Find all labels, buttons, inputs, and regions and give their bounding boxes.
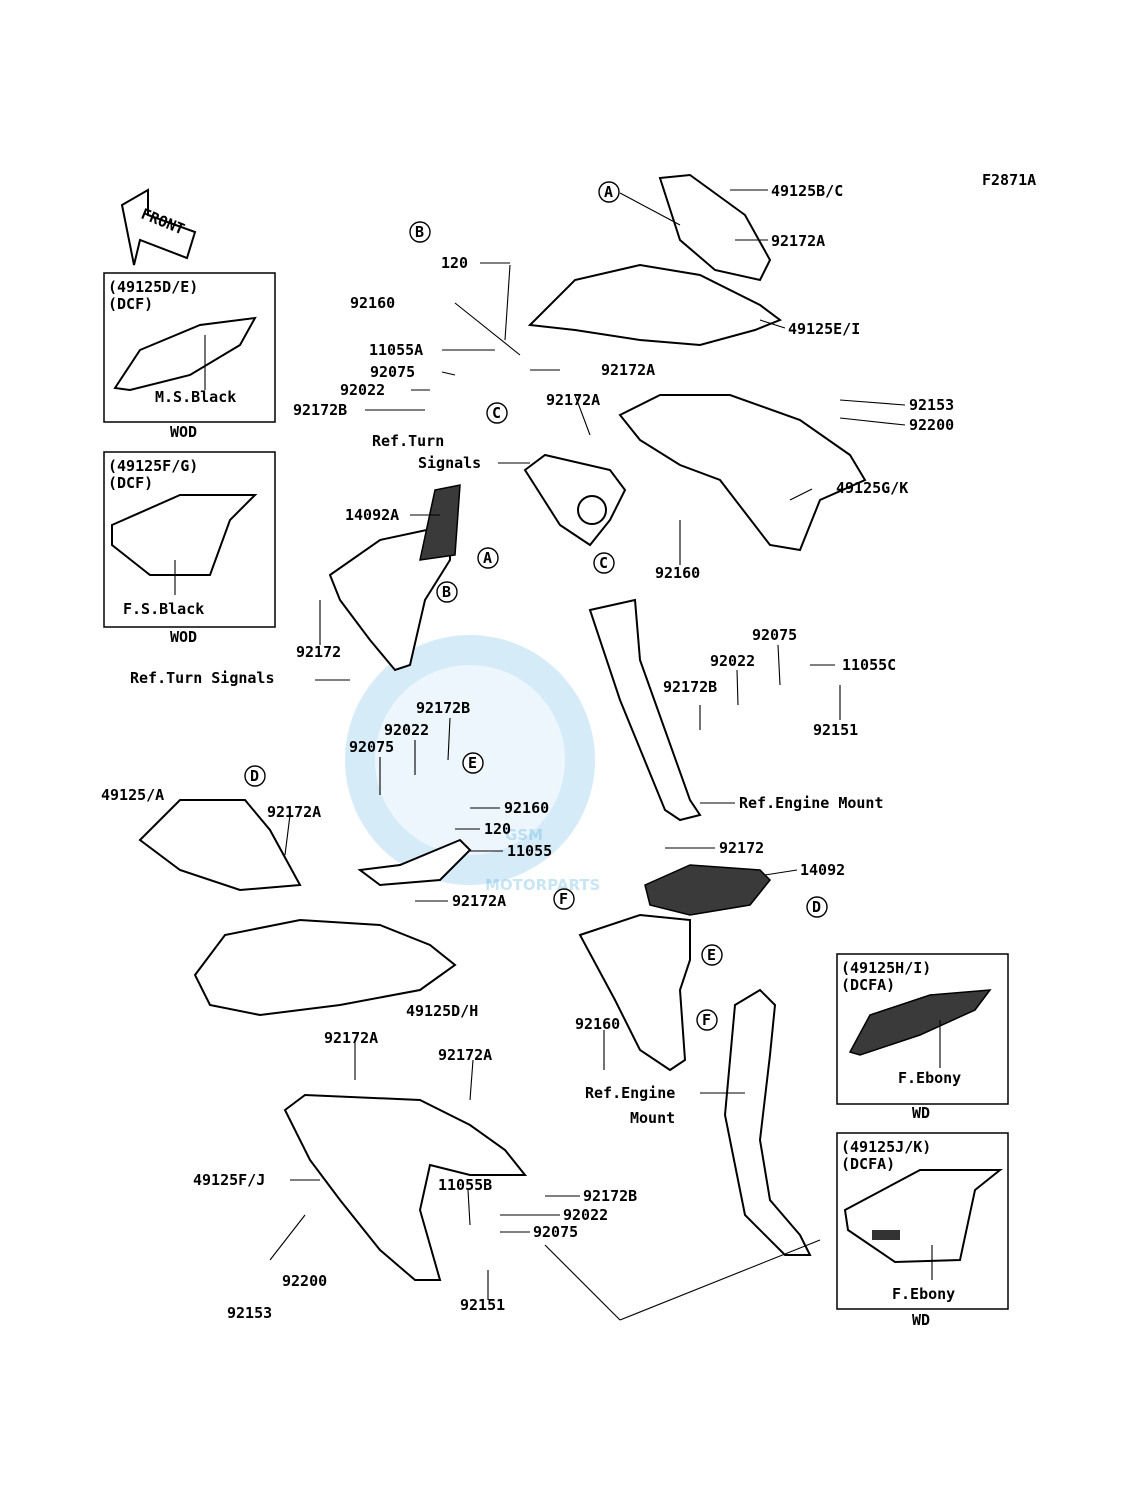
inset-variant: WD [912, 1311, 930, 1329]
part-label: 92172A [267, 803, 321, 821]
callout-letter: F [702, 1011, 711, 1029]
part-label: 92172A [324, 1029, 378, 1047]
part-label: 11055B [438, 1176, 492, 1194]
part-label: 92172A [546, 391, 600, 409]
inset-color: M.S.Black [155, 388, 236, 406]
part-label: Ref.Engine [585, 1084, 675, 1102]
front-arrow: FRONT [120, 188, 197, 266]
callout-letter: D [812, 898, 821, 916]
part-label: 92151 [460, 1296, 505, 1314]
part-label: 14092A [345, 506, 399, 524]
part-label: 49125/A [101, 786, 164, 804]
part-label: 92153 [227, 1304, 272, 1322]
part-label: 92172B [416, 699, 470, 717]
inset-box-49125j-k: (49125J/K) (DCFA) F.Ebony WD [836, 1132, 1009, 1329]
inset-variant: WD [912, 1104, 930, 1122]
inset-title: (49125H/I) [841, 959, 931, 977]
inset-sub: (DCFA) [841, 976, 895, 994]
part-label: 92172A [438, 1046, 492, 1064]
part-labels: 49125B/C 92172A 49125E/I 120 92160 11055… [101, 182, 954, 1322]
part-label: Ref.Turn Signals [130, 669, 275, 687]
part-label: 92160 [504, 799, 549, 817]
part-label: 92153 [909, 396, 954, 414]
inset-box-49125h-i: (49125H/I) (DCFA) F.Ebony WD [836, 953, 1009, 1122]
part-label: 92172B [293, 401, 347, 419]
inset-box-49125f-g: (49125F/G) (DCF) F.S.Black WOD [103, 451, 276, 646]
inset-color: F.Ebony [898, 1069, 961, 1087]
part-label: Signals [418, 454, 481, 472]
callout-letter: A [604, 183, 613, 201]
callout-letter: A [483, 549, 492, 567]
part-label: 92172A [771, 232, 825, 250]
part-label: 92022 [340, 381, 385, 399]
inset-variant: WOD [170, 423, 197, 441]
part-label: 11055A [369, 341, 423, 359]
inset-color: F.Ebony [892, 1285, 955, 1303]
parts-drawing [138, 173, 867, 1281]
inset-sub: (DCFA) [841, 1155, 895, 1173]
part-label: 92075 [533, 1223, 578, 1241]
part-label: 120 [484, 820, 511, 838]
part-label: 92160 [350, 294, 395, 312]
part-label: 92172A [601, 361, 655, 379]
part-label: 49125D/H [406, 1002, 478, 1020]
watermark-sub: MOTORPARTS [485, 876, 600, 894]
inset-sub: (DCF) [108, 474, 153, 492]
part-label: 92151 [813, 721, 858, 739]
part-label: 92075 [370, 363, 415, 381]
part-label: 92075 [752, 626, 797, 644]
part-label: 11055 [507, 842, 552, 860]
part-label: 92172B [663, 678, 717, 696]
inset-box-49125d-e: (49125D/E) (DCF) M.S.Black WOD [103, 272, 276, 441]
part-label: 92075 [349, 738, 394, 756]
callout-letter: D [250, 767, 259, 785]
callout-letter: B [442, 583, 451, 601]
watermark-brand: GSM [505, 826, 543, 844]
part-label: 92022 [710, 652, 755, 670]
part-label: 92172 [719, 839, 764, 857]
part-label: 11055C [842, 656, 896, 674]
diagram-code: F2871A [982, 171, 1036, 189]
callouts: A B C A B C D E F D E F [244, 181, 828, 1031]
callout-letter: E [707, 946, 716, 964]
callout-letter: B [415, 223, 424, 241]
part-label: 49125E/I [788, 320, 860, 338]
leader-lines [269, 189, 906, 1321]
callout-letter: C [492, 404, 501, 422]
part-label: 92160 [575, 1015, 620, 1033]
part-label: 92172 [296, 643, 341, 661]
part-label: 92172B [583, 1187, 637, 1205]
part-label: 92160 [655, 564, 700, 582]
part-label: 120 [441, 254, 468, 272]
part-label: 14092 [800, 861, 845, 879]
part-label: 49125F/J [193, 1171, 265, 1189]
inset-title: (49125F/G) [108, 457, 198, 475]
part-label: 92022 [384, 721, 429, 739]
callout-letter: E [468, 754, 477, 772]
part-label: Ref.Turn [372, 432, 444, 450]
inset-sub: (DCF) [108, 295, 153, 313]
part-label: 92022 [563, 1206, 608, 1224]
inset-variant: WOD [170, 628, 197, 646]
part-label: 92200 [909, 416, 954, 434]
callout-letter: F [559, 890, 568, 908]
part-label: 92172A [452, 892, 506, 910]
part-label: Ref.Engine Mount [739, 794, 884, 812]
part-label: 49125B/C [771, 182, 843, 200]
callout-letter: C [599, 554, 608, 572]
part-label: 92200 [282, 1272, 327, 1290]
part-label: 49125G/K [836, 479, 908, 497]
part-label: Mount [630, 1109, 675, 1127]
inset-color: F.S.Black [123, 600, 204, 618]
inset-title: (49125J/K) [841, 1138, 931, 1156]
inset-title: (49125D/E) [108, 278, 198, 296]
